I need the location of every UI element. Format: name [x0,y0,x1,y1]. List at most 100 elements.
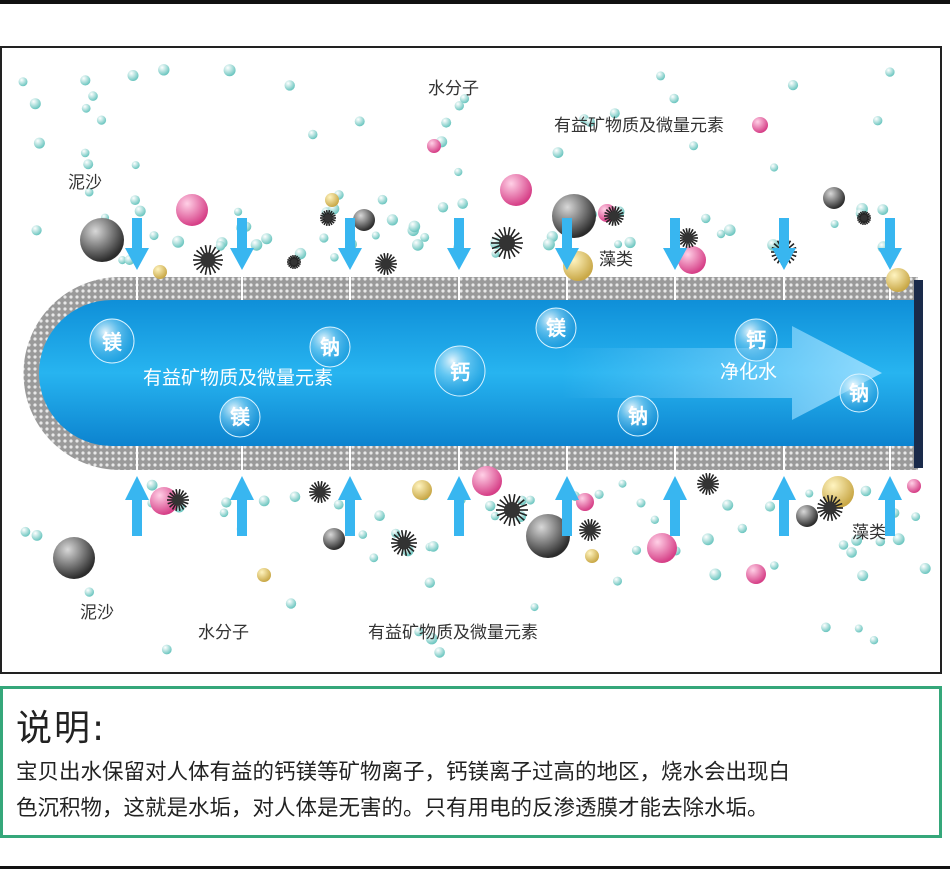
mineral-particle [647,533,677,563]
water-dot [374,510,385,521]
water-dot [31,530,43,541]
water-dot [860,485,872,497]
ion-bubble-na3: 钠 [839,373,879,413]
mineral-particle [472,466,502,496]
sediment-particle [552,194,596,238]
ion-bubble-ca2: 钙 [734,318,778,362]
algae-particle [375,253,397,275]
arrow-down [663,218,687,270]
water-dot [219,508,229,518]
sediment-particle [526,514,570,558]
water-dot [221,497,232,508]
water-dot [261,233,273,245]
water-dot [585,117,595,127]
water-dot [875,536,886,547]
pipe-end-cap [914,280,923,468]
ion-label-mg1: 镁 [102,330,122,354]
water-dot [709,568,722,581]
water-dot [428,541,439,552]
water-dot [485,500,496,512]
label-algae-top: 藻类 [599,250,633,270]
arrow-up [338,476,362,536]
mineral-particle [576,493,594,511]
water-dot [258,495,270,507]
mineral-particle [907,479,921,493]
water-dot [525,495,535,505]
sediment-particle [823,187,845,209]
water-dot [308,129,318,140]
explanation-line-1: 宝贝出水保留对人体有益的钙镁等矿物离子，钙镁离子过高的地区，烧水会出现白 [16,760,791,785]
algae-particle [678,228,698,248]
ion-label-mg3: 镁 [546,316,566,340]
arrow-down [338,218,362,270]
mineral-particle [427,139,441,153]
water-dot [631,545,642,555]
water-dot [530,603,539,612]
water-dot [158,64,170,76]
algae-particle [604,206,624,226]
algae-particle [857,210,871,226]
algae-particle [697,473,719,495]
water-dot [854,624,863,633]
water-dot [250,239,263,251]
water-dot [846,547,857,558]
water-dot [618,479,627,488]
arrow-up [447,476,471,536]
water-dot [770,163,779,172]
ion-label-na3: 钠 [849,381,869,405]
ion-label-na2: 钠 [628,404,648,428]
explanation-line-2: 色沉积物，这就是水垢，对人体是无害的。只有用电的反渗透膜才能去除水垢。 [16,796,769,821]
water-dot [18,77,28,87]
water-dot [96,115,107,125]
water-dot [408,220,421,233]
water-dot [767,239,779,251]
mineral-particle [752,117,768,133]
water-dot [80,75,91,86]
water-dot [454,167,463,177]
water-dot [821,622,831,633]
water-dot [490,511,500,521]
arrow-up [125,476,149,536]
water-dot [81,103,91,113]
arrow-up [663,476,687,536]
mineral-particle [412,480,432,500]
sediment-particle [323,528,345,550]
algae-particle [496,494,528,526]
sediment-particle [353,209,375,231]
water-dot [441,117,452,128]
filtration-diagram: 镁 钠 钙 镁 镁 钙 钠 钠 水分子 [0,46,942,674]
ion-bubble-na2: 钠 [617,395,659,437]
water-dot [377,194,388,205]
ion-bubble-mg1: 镁 [89,318,135,364]
algae-particle [320,209,336,227]
arrow-down [555,218,579,270]
water-dot [877,204,889,216]
ion-label-mg2: 镁 [230,405,250,429]
water-dot [29,98,41,110]
inflow-arrows [125,218,902,536]
mineral-particle [176,194,208,226]
mineral-particle [153,265,167,279]
water-dot [724,224,736,236]
water-dot [764,501,776,512]
label-water-molecule-top: 水分子 [428,79,479,99]
label-minerals-top: 有益矿物质及微量元素 [554,116,724,136]
mineral-particle [325,193,339,207]
diagram-canvas: 镁 钠 钙 镁 镁 钙 钠 钠 水分子 [18,64,931,658]
water-dot [689,141,699,151]
water-dot [172,235,185,248]
water-dot [371,231,380,240]
water-dot [412,239,424,251]
water-dot [609,108,620,119]
mineral-particle [678,246,706,274]
mineral-particle [886,268,910,292]
ion-label-ca1: 钙 [450,360,470,384]
top-border [0,0,950,4]
water-dot [118,256,127,265]
algae-particle [579,519,601,541]
ion-bubble-mg3: 镁 [535,307,577,349]
arrow-down [772,218,796,270]
ion-bubble-mg2: 镁 [219,396,261,438]
water-dot [424,577,435,588]
ion-label-na1: 钠 [320,335,340,359]
